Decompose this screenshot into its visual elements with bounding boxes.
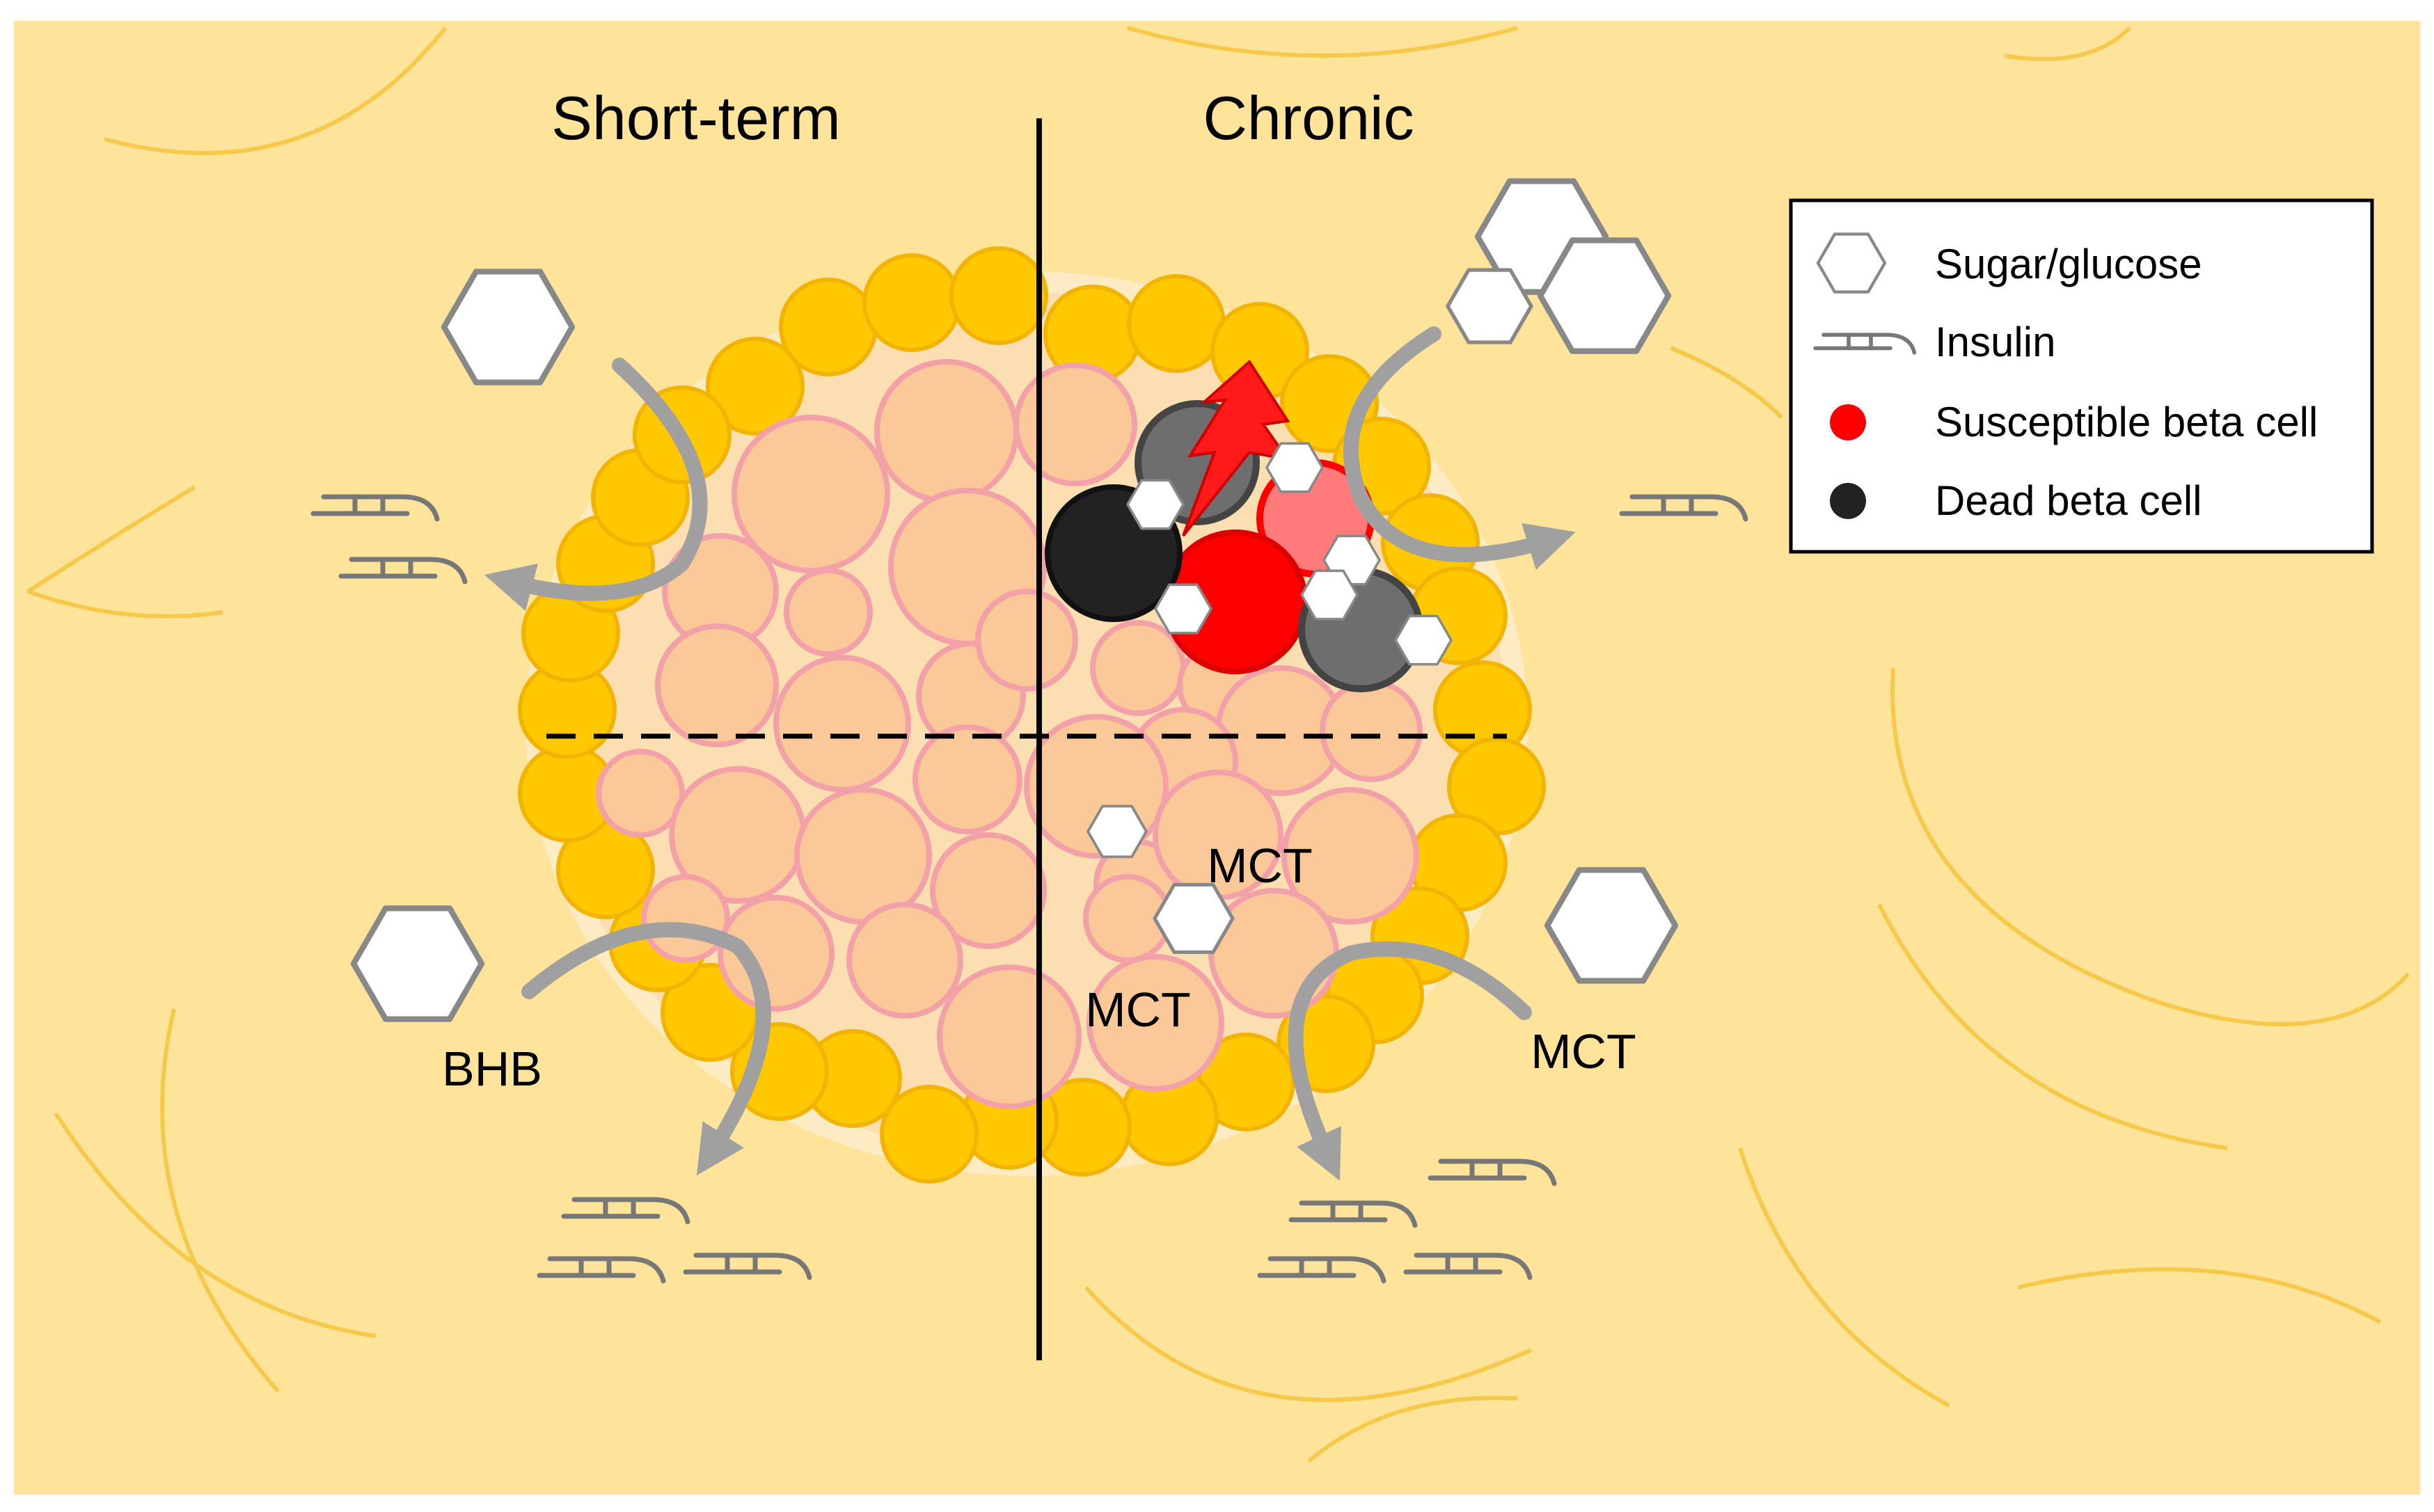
mct-label-islet-lower: MCT [1085, 982, 1191, 1037]
legend-label-dead: Dead beta cell [1935, 477, 2202, 524]
interior-cell [937, 964, 1082, 1109]
sugar-glucose-icon [1540, 240, 1668, 351]
sugar-glucose-icon [1154, 583, 1212, 635]
legend-label-sugar: Sugar/glucose [1935, 241, 2202, 287]
sugar-glucose-icon [1547, 870, 1675, 980]
interior-cell [912, 724, 1022, 834]
interior-cell [846, 902, 963, 1019]
arrow-chronic-lower [1288, 941, 1532, 1181]
arrows [484, 326, 1576, 1181]
sugar-glucose-icon [1300, 569, 1359, 621]
interior-cell [1208, 888, 1339, 1019]
sugar-glucose-icon [1155, 885, 1233, 953]
mct-label-islet-upper: MCT [1207, 838, 1313, 893]
interior-cell [1281, 787, 1419, 925]
interior-cell [784, 568, 873, 657]
heading-short-term: Short-term [551, 83, 841, 152]
interior-cell [732, 415, 890, 573]
legend: Sugar/glucose Insulin Susceptible beta c… [1789, 198, 2374, 554]
interior-cells [596, 359, 1423, 1109]
interior-cell [1090, 620, 1186, 716]
arrow-short-term-upper [484, 358, 708, 612]
border-cell [949, 246, 1048, 345]
border-cell [779, 278, 878, 376]
damage-bolt-icon [1182, 359, 1291, 537]
legend-label-susceptible: Susceptible beta cell [1935, 399, 2318, 445]
sugar-glucose-icon [1126, 479, 1185, 530]
interior-cell [1320, 679, 1423, 782]
sugar-glucose-icon [354, 908, 482, 1019]
arrow-chronic-upper [1343, 326, 1576, 571]
border-cell [880, 1085, 979, 1184]
sugar-glucose-icon [1086, 804, 1148, 859]
interior-cell [874, 359, 1019, 504]
heading-chronic: Chronic [1203, 83, 1414, 152]
sugar-glucose-icon [1448, 270, 1531, 342]
legend-label-insulin: Insulin [1935, 319, 2055, 365]
interior-cell [718, 895, 835, 1012]
sugar-glucose-icon [1394, 614, 1453, 666]
interior-cell [773, 655, 911, 793]
legend-box [1789, 198, 2374, 554]
border-cell [862, 253, 961, 352]
sugar-glucose-icon [1265, 442, 1324, 493]
islet: MCT MCT [518, 246, 1546, 1184]
interior-cell [641, 874, 730, 963]
arrow-short-term-lower [521, 922, 771, 1176]
background-curves [26, 26, 2410, 1463]
sugar-glucose-icon [444, 271, 572, 382]
interior-cell [596, 749, 685, 838]
legend-black-dot-icon [1830, 483, 1866, 519]
interior-cell [930, 832, 1047, 949]
interior-cell [1086, 954, 1224, 1092]
interior-cell [975, 589, 1078, 692]
legend-red-dot-icon [1830, 404, 1866, 440]
interior-cell [655, 623, 779, 747]
legend-hexagon-icon [1818, 234, 1885, 292]
border-cell [706, 337, 805, 436]
bhb-label: BHB [442, 1042, 542, 1096]
interior-cell [1013, 363, 1137, 486]
border-cell [1127, 274, 1226, 373]
mct-label-outer: MCT [1531, 1024, 1636, 1079]
